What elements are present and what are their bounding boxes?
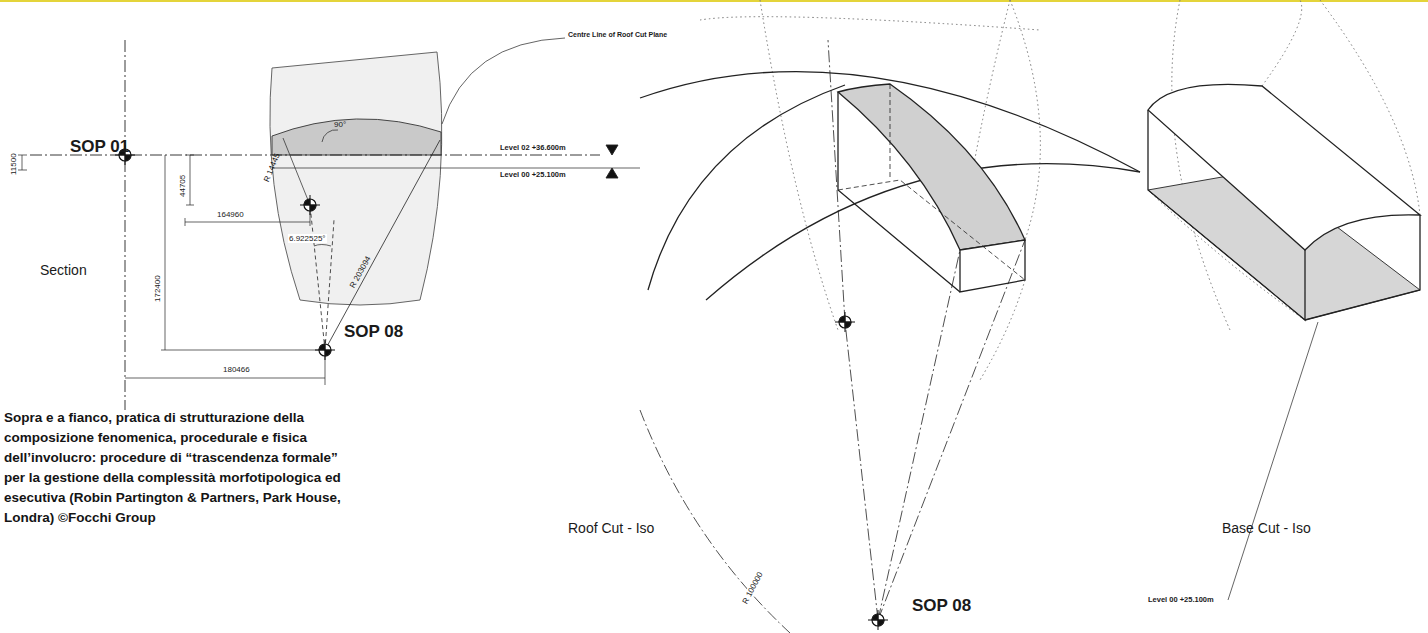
construction-line xyxy=(310,205,334,350)
dotted-guide xyxy=(700,0,1040,380)
dimension-line xyxy=(17,155,27,170)
level-line xyxy=(272,168,640,169)
section-drawing xyxy=(17,38,640,410)
radius-line xyxy=(283,138,310,205)
level-marker xyxy=(606,168,618,178)
point-name: SOP 08 xyxy=(344,322,403,342)
leader-line xyxy=(1228,322,1318,600)
roof-cut-iso xyxy=(640,0,1140,633)
level-label: Level 00 +25.100m xyxy=(1148,596,1214,605)
angle-arc xyxy=(322,130,338,142)
leader-line xyxy=(442,38,565,124)
angle-label: 6.922525° xyxy=(288,234,327,243)
dotted-guide xyxy=(1148,0,1420,330)
view-title: Base Cut - Iso xyxy=(1222,520,1311,536)
top-rule xyxy=(0,0,1428,2)
level-label: Level 00 +25.100m xyxy=(500,171,566,180)
block-edge xyxy=(1148,110,1420,320)
set-out-point xyxy=(835,312,855,332)
dimension-line xyxy=(161,155,325,350)
set-out-point xyxy=(315,340,335,360)
top-surface xyxy=(1148,84,1420,250)
radius-label: R 14445 xyxy=(262,152,282,183)
radius-line xyxy=(325,140,440,350)
axis-line xyxy=(125,40,126,410)
roof-cut-band xyxy=(272,119,441,155)
dimension: 44705 xyxy=(178,174,187,198)
level-label: Level 02 +36.600m xyxy=(500,144,566,153)
dimension: 180466 xyxy=(222,365,251,374)
level-marker xyxy=(606,145,618,155)
section-outline xyxy=(270,52,442,305)
dimension-line xyxy=(185,205,310,226)
roof-cut-strip xyxy=(838,84,1025,250)
dimension: 172400 xyxy=(153,274,162,303)
angle-arc xyxy=(314,245,331,247)
note: Centre Line of Roof Cut Plane xyxy=(568,31,667,39)
angle-label: 90° xyxy=(334,120,346,129)
dimension: 164960 xyxy=(216,210,245,219)
radius-label: R 100000 xyxy=(740,570,765,607)
radius-label: R 203094 xyxy=(348,255,373,290)
dimension: 11500 xyxy=(9,152,18,176)
base-cut-iso xyxy=(1148,0,1420,600)
block-face xyxy=(960,240,1025,292)
dimension-line xyxy=(125,350,325,385)
view-title: Section xyxy=(40,262,87,278)
radius-arc xyxy=(640,410,790,633)
block-edge xyxy=(838,92,960,292)
dimension-line xyxy=(186,155,194,205)
caption: Sopra e a fianco, pratica di strutturazi… xyxy=(4,408,349,528)
axis-line xyxy=(828,40,1025,620)
point-name: SOP 01 xyxy=(70,137,129,157)
hidden-edge xyxy=(838,84,1025,280)
set-out-point xyxy=(300,195,320,215)
set-out-point xyxy=(868,610,888,630)
point-name: SOP 08 xyxy=(912,596,971,616)
view-title: Roof Cut - Iso xyxy=(568,520,654,536)
roof-edge xyxy=(648,85,845,290)
